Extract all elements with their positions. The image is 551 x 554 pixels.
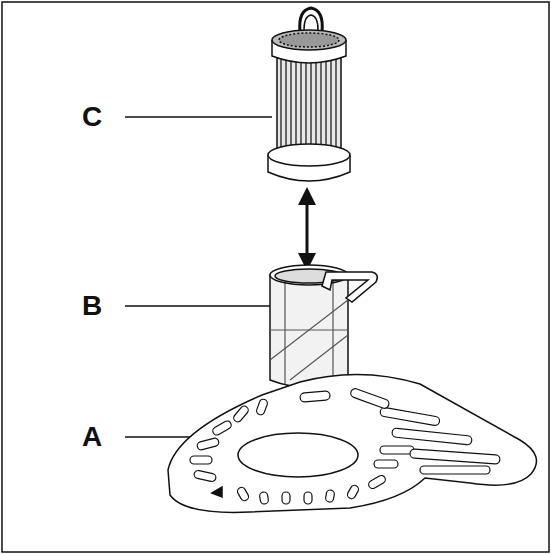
part-label: C <box>82 103 102 131</box>
leader-line <box>125 116 272 118</box>
leader-line <box>125 305 272 307</box>
flat-filter <box>168 374 536 512</box>
double-arrow <box>306 196 309 262</box>
part-label: B <box>82 292 102 320</box>
leader-line <box>125 436 190 438</box>
fine-filter <box>268 8 350 181</box>
part-label: A <box>82 423 102 451</box>
